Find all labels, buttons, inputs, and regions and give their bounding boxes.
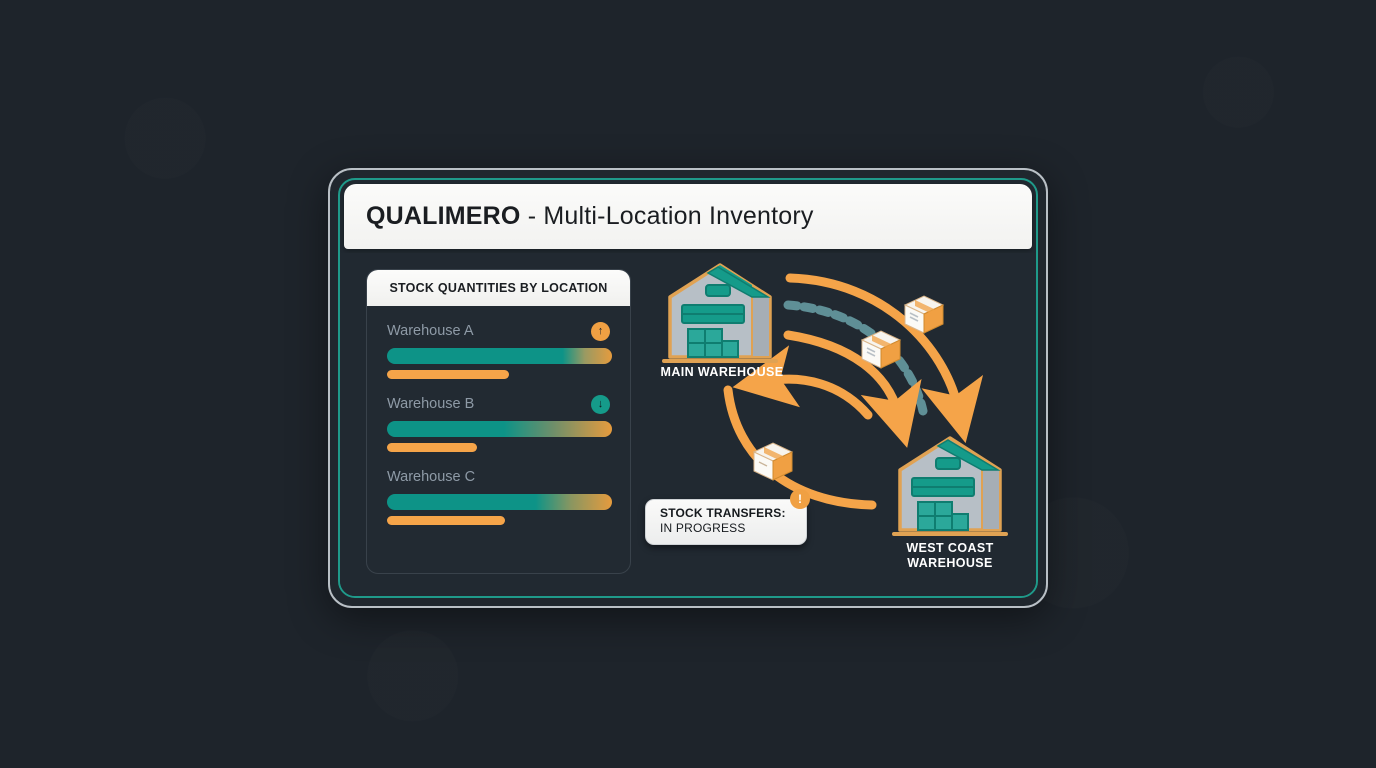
warehouse-row[interactable]: Warehouse C (387, 466, 612, 525)
package-box-icon (860, 330, 902, 369)
warehouse-icon (892, 436, 1008, 536)
stock-panel-rows: Warehouse A ↑ (367, 306, 630, 525)
status-chip-line1: STOCK TRANSFERS: (660, 506, 786, 520)
curved-arrow-icon (732, 345, 873, 420)
dashboard-body: STOCK QUANTITIES BY LOCATION Warehouse A… (340, 253, 1036, 596)
page-title-suffix: - Multi-Location Inventory (520, 202, 814, 230)
main-warehouse-label: MAIN WAREHOUSE (660, 365, 784, 379)
arrow-up-icon: ↑ (591, 321, 610, 341)
warehouse-row-header: Warehouse A ↑ (387, 320, 610, 342)
curved-arrow-icon (783, 330, 922, 448)
transfer-flow-diagram: MAIN WAREHOUSE WEST COAST (640, 253, 1036, 596)
status-chip-line2: IN PROGRESS (660, 521, 746, 535)
warehouse-name: Warehouse A (387, 323, 474, 339)
arrow-down-icon: ↓ (591, 394, 610, 414)
stock-reserved-bar (387, 443, 477, 452)
stock-reserved-bar (387, 370, 509, 379)
stock-reserved-bar (387, 516, 505, 525)
dashboard-screen: QUALIMERO - Multi-Location Inventory STO… (338, 178, 1038, 598)
warehouse-row-header: Warehouse B ↓ (387, 393, 610, 415)
stock-panel-title: STOCK QUANTITIES BY LOCATION (389, 281, 608, 295)
dashboard-device-frame: QUALIMERO - Multi-Location Inventory STO… (328, 168, 1048, 608)
stock-level-bar (387, 348, 612, 364)
stock-panel-header: STOCK QUANTITIES BY LOCATION (367, 270, 630, 306)
package-box-icon (752, 442, 794, 481)
warehouse-row[interactable]: Warehouse B ↓ (387, 393, 612, 452)
warehouse-row[interactable]: Warehouse A ↑ (387, 320, 612, 379)
warehouse-row-header: Warehouse C (387, 466, 610, 488)
west-coast-warehouse-label-line2: WAREHOUSE (907, 556, 993, 570)
stock-level-bar (387, 421, 612, 437)
page-title: QUALIMERO - Multi-Location Inventory (366, 202, 814, 231)
stock-level-bar (387, 494, 612, 510)
stock-quantities-panel: STOCK QUANTITIES BY LOCATION Warehouse A… (366, 269, 631, 574)
stock-transfers-status-chip[interactable]: STOCK TRANSFERS: IN PROGRESS (645, 499, 807, 545)
warehouse-icon (662, 263, 778, 363)
warehouse-name: Warehouse B (387, 396, 475, 412)
app-header: QUALIMERO - Multi-Location Inventory (344, 184, 1032, 249)
west-coast-warehouse-label: WEST COAST WAREHOUSE (872, 541, 1028, 571)
package-box-icon (903, 295, 945, 334)
brand-name: QUALIMERO (366, 202, 521, 230)
west-coast-warehouse-label-line1: WEST COAST (906, 541, 994, 555)
warehouse-name: Warehouse C (387, 469, 476, 485)
alert-exclamation-icon: ! (790, 489, 810, 509)
